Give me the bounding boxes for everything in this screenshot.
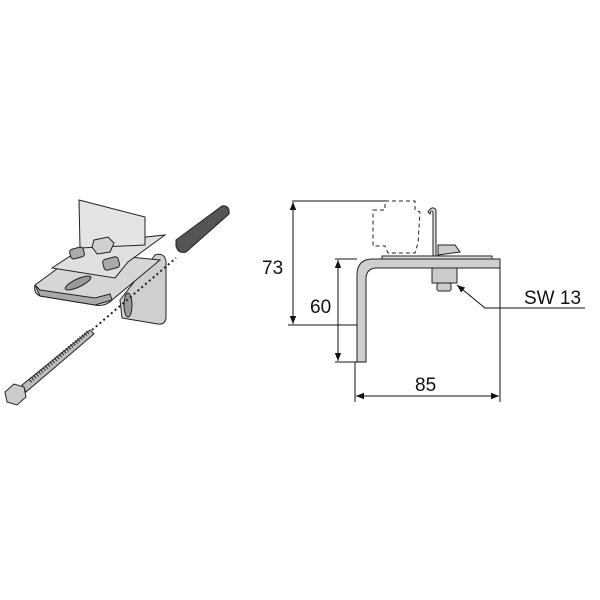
- bolt-end: [436, 282, 452, 292]
- dimension-lines: [288, 200, 585, 402]
- dim-60-label: 60: [310, 297, 331, 318]
- base-slot: [64, 275, 92, 291]
- wall-plug: [175, 205, 230, 253]
- screw: [4, 329, 95, 406]
- clamp-hook: [427, 207, 437, 257]
- dim-85-label: 85: [415, 375, 436, 396]
- sw13-leader: [456, 284, 585, 309]
- wrench-size-label: SW 13: [524, 288, 581, 309]
- nut-side: [431, 267, 458, 284]
- screw-axis-dotted: [91, 257, 177, 331]
- screw-head-icon: [4, 383, 27, 406]
- bracket-side-view: [356, 200, 501, 363]
- bracket-profile: [356, 258, 501, 363]
- leg-slot: [123, 292, 133, 318]
- clamp-screw-head: [437, 244, 461, 256]
- bracket-isometric-view: [34, 199, 167, 325]
- clamp-slot-right: [102, 256, 121, 271]
- clamp-slot-left: [69, 246, 85, 260]
- dim-73-label: 73: [262, 258, 283, 279]
- hex-nut: [91, 236, 115, 255]
- clamp-upright: [78, 199, 146, 249]
- rail-profile-dashed: [372, 200, 421, 254]
- bracket-base-edge: [34, 284, 113, 306]
